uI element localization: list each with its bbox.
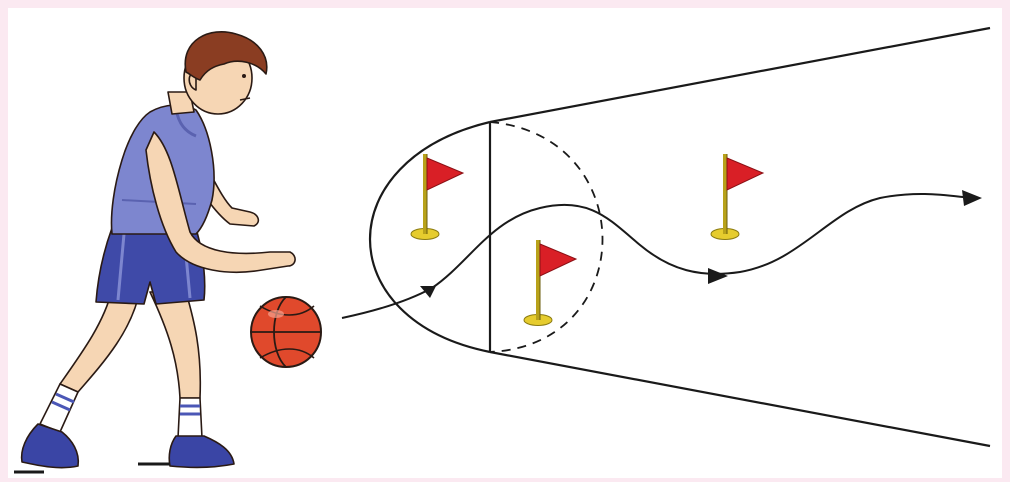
- front-shoe: [169, 436, 234, 467]
- flag-3: [711, 154, 763, 240]
- back-shoe: [22, 424, 79, 468]
- upper-boundary-line: [490, 28, 990, 122]
- flag-1: [411, 154, 463, 240]
- figure-frame: [8, 8, 1002, 478]
- path-arrows: [420, 190, 982, 298]
- drill-diagram: [8, 8, 1002, 478]
- court-lines: [370, 28, 990, 446]
- flag-cloth: [727, 158, 763, 190]
- back-sock: [40, 384, 78, 432]
- arrow-head-3: [962, 190, 982, 206]
- front-leg: [150, 292, 200, 398]
- eye: [242, 74, 246, 78]
- boy-dribbling-basketball: [14, 32, 295, 472]
- basketball: [251, 297, 321, 367]
- lower-boundary-line: [490, 352, 990, 446]
- back-leg: [60, 290, 140, 392]
- wavy-path-line: [342, 194, 972, 318]
- dribble-path: [342, 194, 972, 318]
- flag-cloth: [540, 244, 576, 276]
- arrow-head-2: [708, 268, 728, 284]
- front-sock: [178, 398, 202, 438]
- flag-2: [524, 240, 576, 326]
- flag-cloth: [427, 158, 463, 190]
